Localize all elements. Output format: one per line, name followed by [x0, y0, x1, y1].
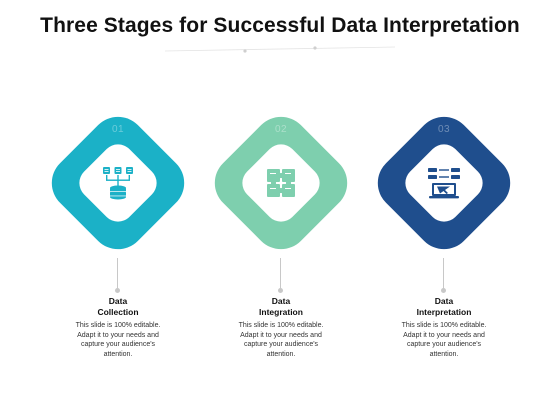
stage-description: This slide is 100% editable. Adapt it to… — [401, 322, 487, 358]
stage-connector-dot — [115, 288, 120, 293]
stage-diamond — [201, 103, 361, 263]
stage-connector-line — [280, 258, 281, 290]
stage-number: 03 — [437, 124, 451, 135]
stage-number: 02 — [274, 124, 288, 135]
stage-connector-dot — [278, 288, 283, 293]
stage-data-integration: 02 Data Integration This slide is 100% — [201, 0, 361, 420]
stage-number: 01 — [111, 124, 125, 135]
data-analysis-laptop-icon — [422, 161, 466, 205]
stage-title: Data Interpretation — [416, 296, 472, 317]
stage-connector-dot — [441, 288, 446, 293]
puzzle-integration-icon — [259, 161, 303, 205]
stage-data-interpretation: 03 Data Interpretation This slide is 100… — [364, 0, 524, 420]
stage-description: This slide is 100% editable. Adapt it to… — [75, 322, 161, 358]
stage-connector-line — [117, 258, 118, 290]
stage-title: Data Integration — [259, 296, 303, 317]
slide-title: Three Stages for Successful Data Interpr… — [40, 14, 520, 37]
database-servers-icon — [96, 161, 140, 205]
stage-description: This slide is 100% editable. Adapt it to… — [238, 322, 324, 358]
stage-data-collection: 01 — [38, 0, 198, 420]
stage-title: Data Collection — [97, 296, 139, 317]
title-divider-decoration — [164, 46, 396, 53]
stage-connector-line — [443, 258, 444, 290]
